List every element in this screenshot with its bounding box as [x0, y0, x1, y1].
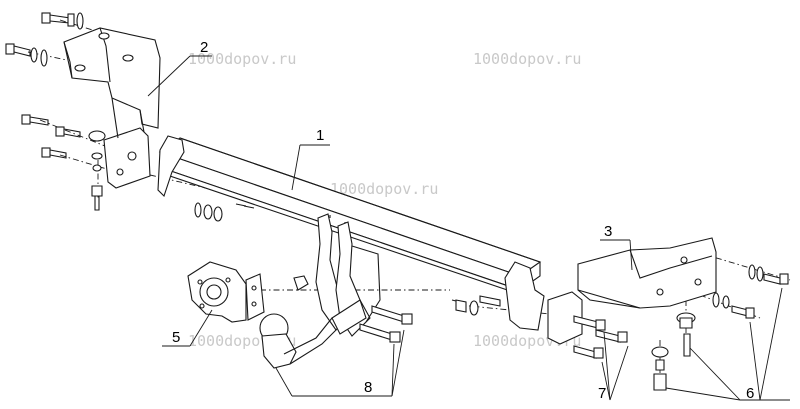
watermark-top-right: 1000dopov.ru [473, 50, 581, 68]
watermark-top-left: 1000dopov.ru [188, 50, 296, 68]
tow-ball [259, 313, 337, 369]
right-bracket-hardware-6 [651, 264, 789, 391]
left-bracket-bolts [5, 12, 106, 211]
callout-5-socket-plate: 5 [172, 329, 180, 346]
crossbar-hardware [194, 202, 501, 316]
left-mounting-bracket [63, 27, 161, 189]
socket-mounting-plate [187, 261, 265, 323]
callout-7-bolts: 7 [598, 385, 606, 402]
callout-2-left-bracket: 2 [200, 39, 208, 56]
watermark-center: 1000dopov.ru [330, 180, 438, 198]
callout-leaders [147, 55, 790, 401]
callout-8-neck-bolts: 8 [364, 379, 372, 396]
right-bracket-bolts-7 [573, 315, 628, 359]
right-mounting-bracket [547, 237, 717, 345]
neck-bolts [359, 305, 413, 343]
callout-3-right-bracket: 3 [604, 223, 612, 240]
callout-6-hardware: 6 [746, 385, 754, 402]
callout-1-crossbar: 1 [316, 127, 324, 144]
